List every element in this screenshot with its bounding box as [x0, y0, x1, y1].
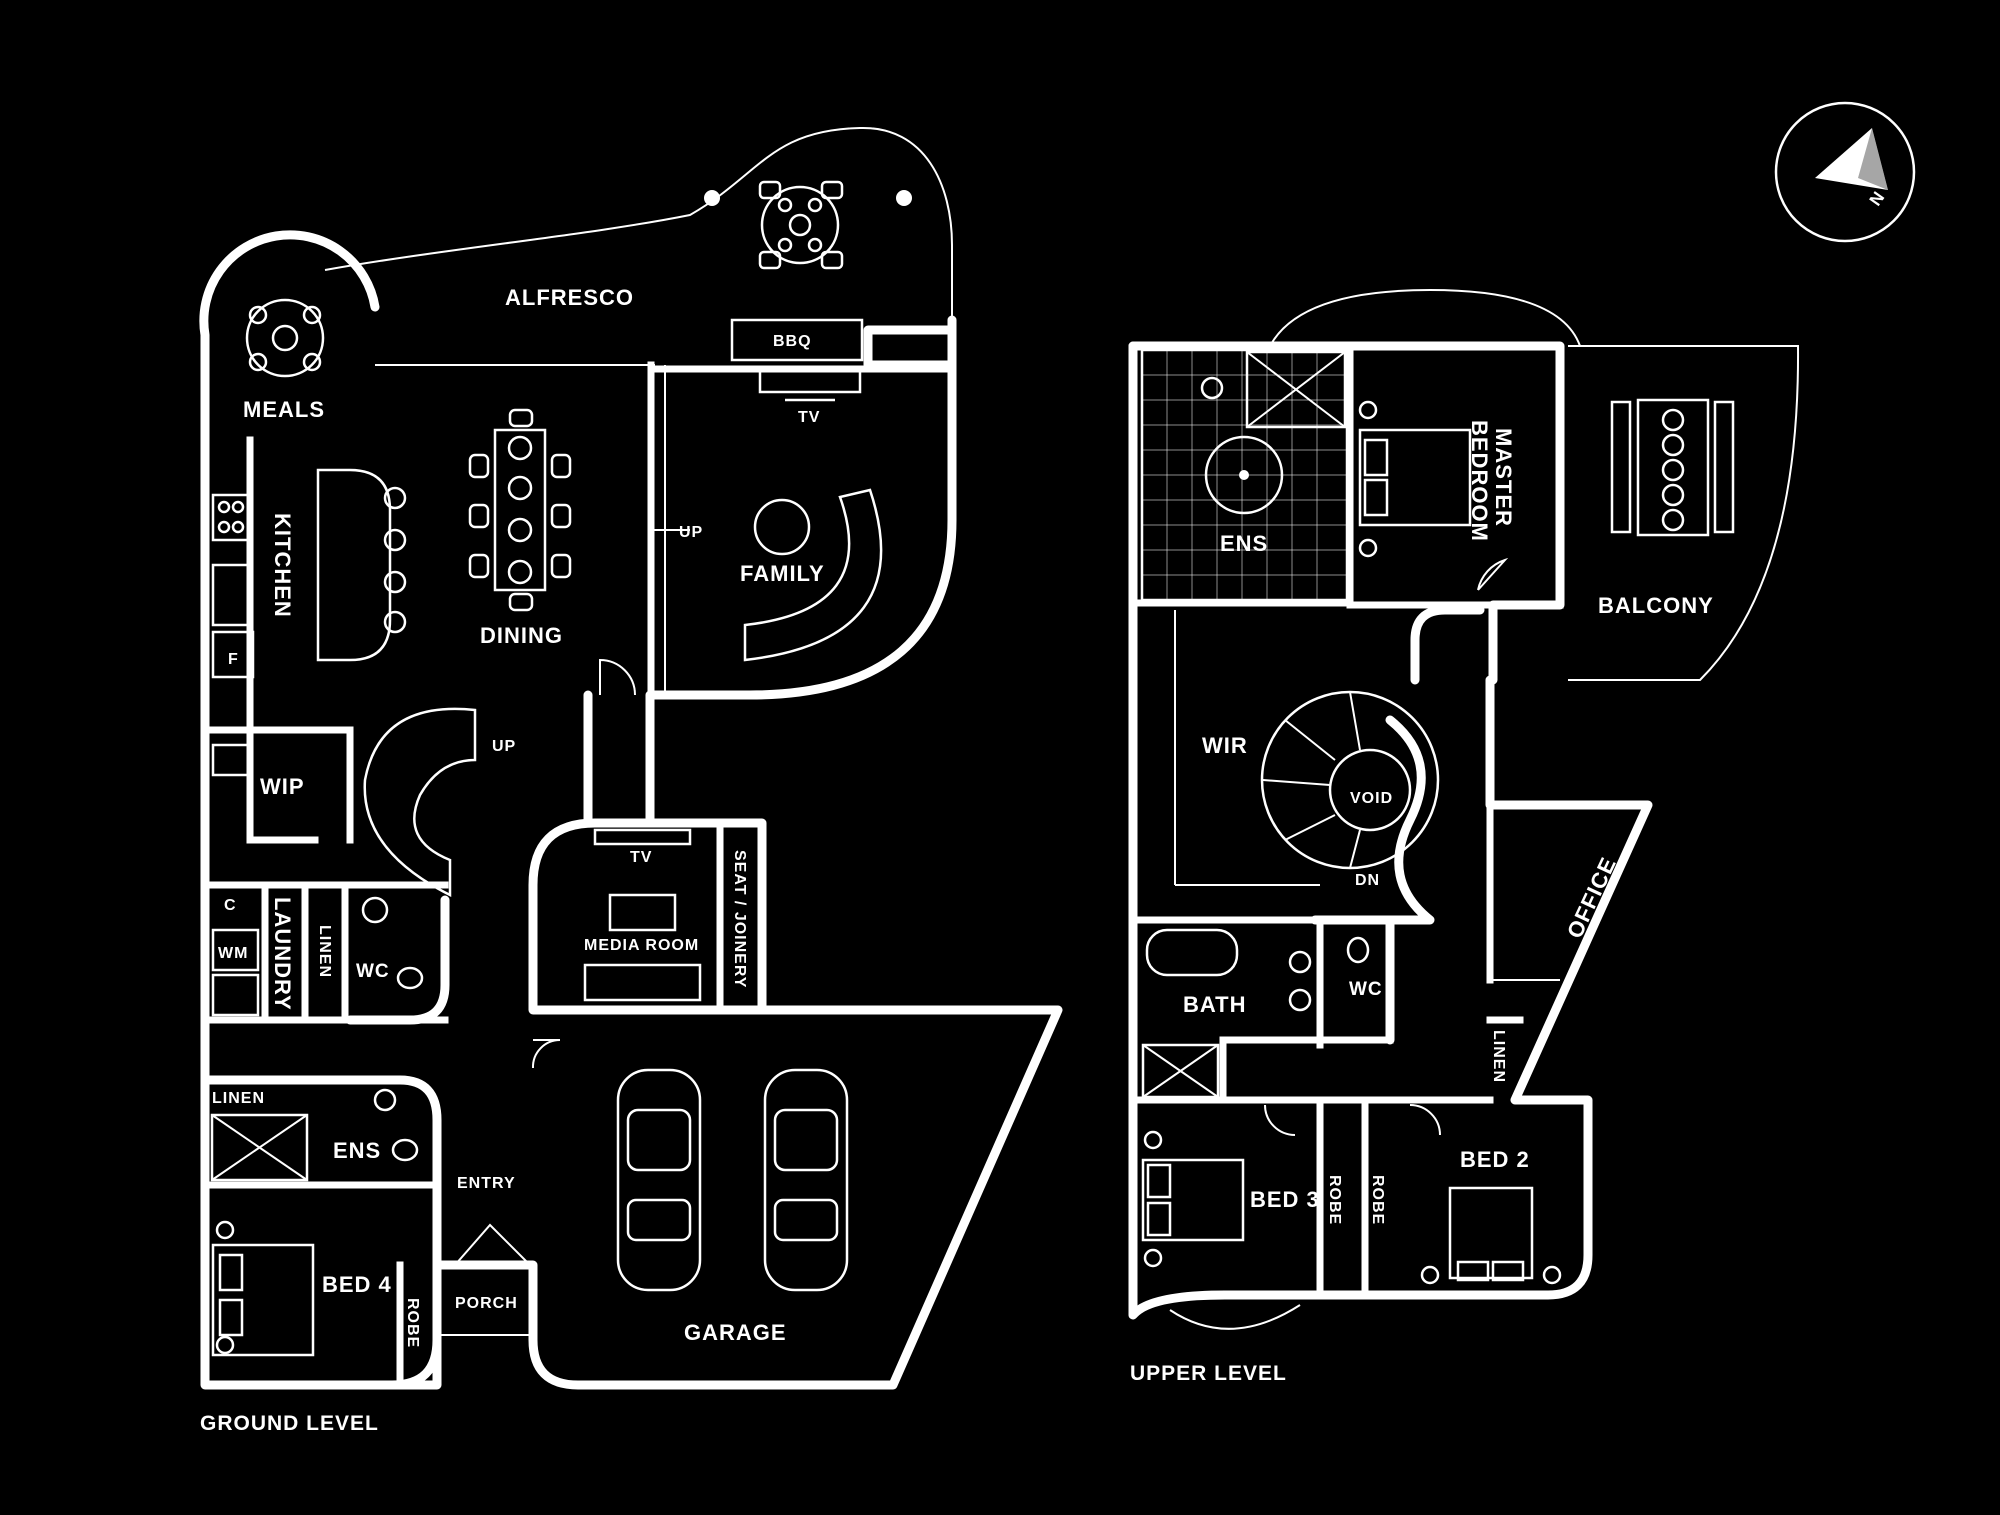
label-fridge: F [228, 651, 239, 668]
label-linen-upper: LINEN [1490, 1030, 1507, 1083]
label-dining: DINING [480, 623, 563, 648]
alfresco-table [704, 180, 912, 270]
ground-spiral-stair [363, 707, 477, 898]
label-bbq: BBQ [773, 333, 812, 350]
meals-table [245, 298, 325, 378]
ground-level-plan [199, 126, 1063, 1390]
label-wc-ground: WC [356, 961, 390, 982]
label-bed3: BED 3 [1250, 1187, 1320, 1212]
label-dn: DN [1355, 872, 1380, 889]
label-bed2: BED 2 [1460, 1147, 1530, 1172]
label-upper-level: UPPER LEVEL [1130, 1362, 1287, 1385]
family-coffee-table [753, 498, 811, 556]
label-meals: MEALS [243, 397, 325, 422]
compass-north-letter: N [1866, 188, 1889, 210]
label-wc-upper: WC [1349, 979, 1383, 1000]
media-sofa [583, 963, 702, 1002]
label-entry: ENTRY [457, 1175, 516, 1192]
label-garage: GARAGE [684, 1320, 787, 1345]
ground-main-wall [199, 230, 1063, 1390]
label-void: VOID [1350, 790, 1393, 807]
label-wir: WIR [1202, 733, 1248, 758]
label-ground-level: GROUND LEVEL [200, 1412, 379, 1435]
bed4-bed [211, 1220, 315, 1357]
label-family: FAMILY [740, 561, 825, 586]
label-master-line2: BEDROOM [1467, 420, 1492, 542]
label-laundry: LAUNDRY [270, 897, 295, 1011]
bed3-bed [1141, 1130, 1245, 1268]
upper-spiral-stair [1260, 690, 1440, 870]
kitchen-island [316, 468, 392, 662]
label-tv-family: TV [798, 409, 820, 426]
label-linen-ground: LINEN [212, 1090, 265, 1107]
label-cupboard: C [224, 897, 237, 914]
label-ens-ground: ENS [333, 1138, 381, 1163]
family-sofa [743, 488, 883, 662]
label-linen-laundry: LINEN [316, 925, 333, 978]
label-kitchen: KITCHEN [270, 513, 295, 618]
label-wm: WM [218, 945, 248, 962]
alfresco-outline [324, 126, 953, 325]
ens-bath-round [1204, 435, 1284, 515]
label-robe-bed3: ROBE [1326, 1175, 1343, 1225]
label-seat-joinery: SEAT / JOINERY [731, 850, 748, 988]
upper-level-plan [1128, 288, 1800, 1330]
bbq-unit [730, 318, 864, 362]
label-robe-bed2: ROBE [1369, 1175, 1386, 1225]
upper-bathtub [1145, 928, 1239, 977]
bed2-bed [1420, 1186, 1562, 1285]
north-arrow-icon: N [1774, 101, 1916, 243]
label-alfresco: ALFRESCO [505, 285, 634, 310]
balcony-outline [1568, 345, 1800, 681]
label-tv-media: TV [630, 849, 652, 866]
ground-family-wall [645, 315, 957, 825]
garage-cars [616, 1068, 849, 1292]
upper-outer-wall [1128, 341, 1653, 1320]
label-porch: PORCH [455, 1295, 518, 1312]
label-robe-ground: ROBE [404, 1298, 421, 1348]
label-media-room: MEDIA ROOM [584, 937, 699, 954]
dining-table [468, 408, 572, 612]
label-wip: WIP [260, 774, 305, 799]
master-bed [1358, 400, 1472, 558]
label-ens-upper: ENS [1220, 531, 1268, 556]
label-up-stair: UP [492, 738, 516, 755]
balcony-table [1610, 398, 1735, 537]
label-balcony: BALCONY [1598, 593, 1714, 618]
label-master-line1: MASTER [1491, 428, 1516, 527]
label-bath: BATH [1183, 992, 1246, 1017]
label-bed4: BED 4 [322, 1272, 392, 1297]
label-up-corridor: UP [679, 524, 703, 541]
